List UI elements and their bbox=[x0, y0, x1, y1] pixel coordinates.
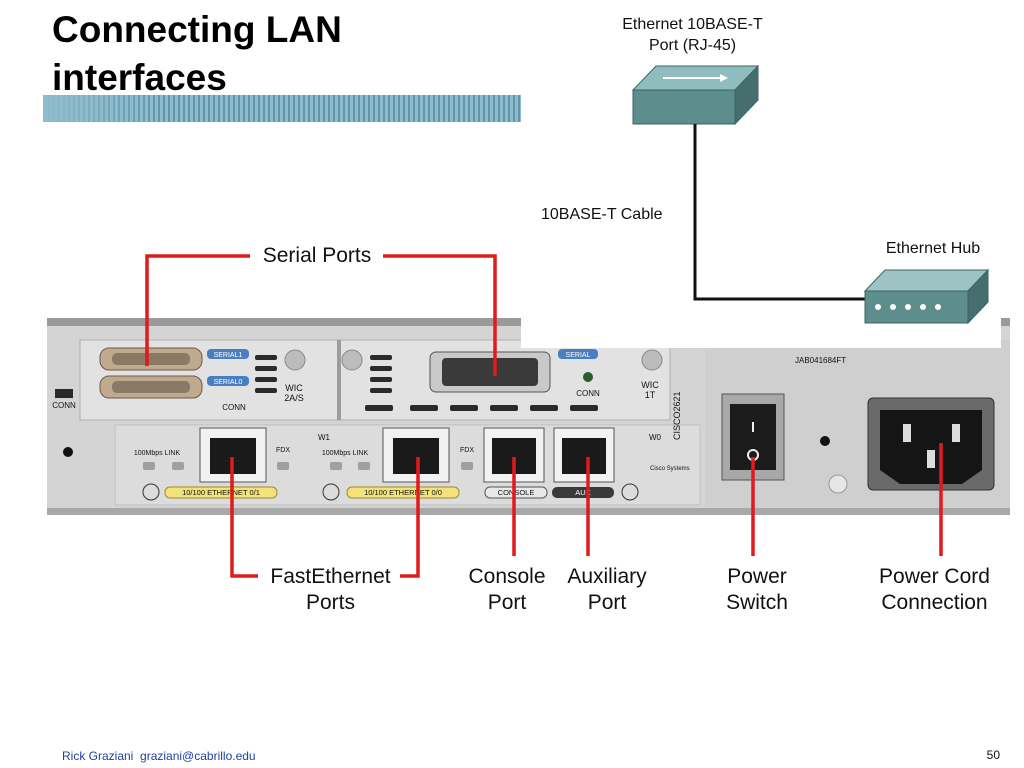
ethernet-hub-device bbox=[863, 268, 990, 325]
fdx-label-2: FDX bbox=[460, 447, 474, 454]
footer-author: Rick Graziani bbox=[62, 749, 134, 763]
serial-callout-left bbox=[145, 254, 250, 366]
callout-lines bbox=[145, 254, 943, 578]
screw-icon bbox=[641, 349, 663, 371]
hole-icon bbox=[63, 447, 73, 457]
fastethernet-callout-left bbox=[230, 457, 258, 578]
serial-ports-label: Serial Ports bbox=[262, 244, 372, 267]
led-left bbox=[55, 389, 73, 398]
aux-label: AUX bbox=[575, 488, 590, 497]
w0-label: W0 bbox=[649, 433, 662, 442]
serial1-badge bbox=[207, 349, 249, 359]
slide-title: Connecting LAN interfaces bbox=[52, 9, 342, 98]
serial0-label: SERIAL0 bbox=[214, 379, 243, 386]
mbps-link-label-2: 100Mbps LINK bbox=[322, 450, 369, 457]
screw-icon bbox=[341, 349, 363, 371]
mbps-link-label-1: 100Mbps LINK bbox=[134, 450, 181, 457]
screw-icon bbox=[284, 349, 306, 371]
power-cord-socket bbox=[867, 397, 995, 491]
fdx-label-1: FDX bbox=[276, 447, 290, 454]
wic-2as-label-line1: WIC bbox=[285, 383, 303, 393]
aux-label-bar bbox=[552, 487, 614, 498]
ground-icon bbox=[621, 483, 639, 501]
led-icon bbox=[277, 462, 289, 470]
serial0-badge bbox=[207, 376, 249, 386]
led-icon bbox=[358, 462, 370, 470]
wic-1t-label-line1: WIC bbox=[641, 380, 659, 390]
vent-slots-left bbox=[255, 355, 277, 393]
conn-label-left: CONN bbox=[52, 401, 76, 410]
conn-label-mid: CONN bbox=[222, 403, 246, 412]
footer-email: graziani@cabrillo.edu bbox=[140, 749, 256, 763]
ethernet-port-device bbox=[631, 64, 760, 126]
led-icon bbox=[583, 372, 593, 382]
led-icon bbox=[461, 462, 473, 470]
led-icon bbox=[172, 462, 184, 470]
led-icon bbox=[330, 462, 342, 470]
console-port-label: Console Port bbox=[468, 565, 546, 614]
10base-t-cable bbox=[693, 124, 870, 301]
vent-slots-bottom bbox=[365, 405, 598, 411]
fe01-label-bar bbox=[164, 486, 278, 499]
footer-credit: Rick Graziani graziani@cabrillo.edu bbox=[62, 749, 256, 763]
aux-port bbox=[553, 427, 615, 483]
wic-1t-label-line2: 1T bbox=[645, 390, 656, 400]
auxiliary-port-label: Auxiliary Port bbox=[567, 565, 647, 614]
led-icon bbox=[143, 462, 155, 470]
serial1-label: SERIAL1 bbox=[214, 352, 243, 359]
fe00-label: 10/100 ETHERNET 0/0 bbox=[364, 488, 442, 497]
wic-2as-label-line2: 2A/S bbox=[284, 393, 304, 403]
serial-callout-right bbox=[383, 254, 497, 376]
ethernet-port-label: Ethernet 10BASE-T Port (RJ-45) bbox=[622, 16, 763, 54]
serial-label: SERIAL bbox=[566, 352, 591, 359]
hole-icon bbox=[820, 436, 830, 446]
power-cord-label: Power Cord Connection bbox=[879, 565, 990, 614]
vent-slots-mid bbox=[370, 355, 392, 393]
fastethernet-ports-label: FastEthernet Ports bbox=[270, 565, 391, 614]
screw-icon bbox=[828, 474, 848, 494]
serial-badge bbox=[558, 349, 598, 359]
console-label-bar bbox=[484, 486, 548, 499]
ground-icon bbox=[322, 483, 340, 501]
model-label: CISCO2621 bbox=[672, 391, 682, 440]
serial-port-1 bbox=[99, 347, 203, 371]
fastethernet-0-0-port bbox=[382, 427, 450, 483]
ground-icon bbox=[142, 483, 160, 501]
fastethernet-callout-right bbox=[400, 457, 420, 578]
serial-port-0 bbox=[99, 375, 203, 399]
serial-number: JAB041684FT bbox=[795, 356, 846, 365]
cable-label: 10BASE-T Cable bbox=[541, 206, 663, 223]
console-label: CONSOLE bbox=[498, 488, 535, 497]
serial-port-db60 bbox=[429, 351, 551, 393]
w1-label: W1 bbox=[318, 433, 331, 442]
power-switch-label: Power Switch bbox=[726, 565, 788, 614]
title-banner bbox=[43, 95, 521, 122]
conn-label-right: CONN bbox=[576, 389, 600, 398]
brand-label: Cisco Systems bbox=[650, 466, 690, 472]
fe01-label: 10/100 ETHERNET 0/1 bbox=[182, 488, 260, 497]
hub-label: Ethernet Hub bbox=[885, 240, 981, 257]
fe00-label-bar bbox=[346, 486, 460, 499]
page-number: 50 bbox=[986, 748, 1000, 762]
